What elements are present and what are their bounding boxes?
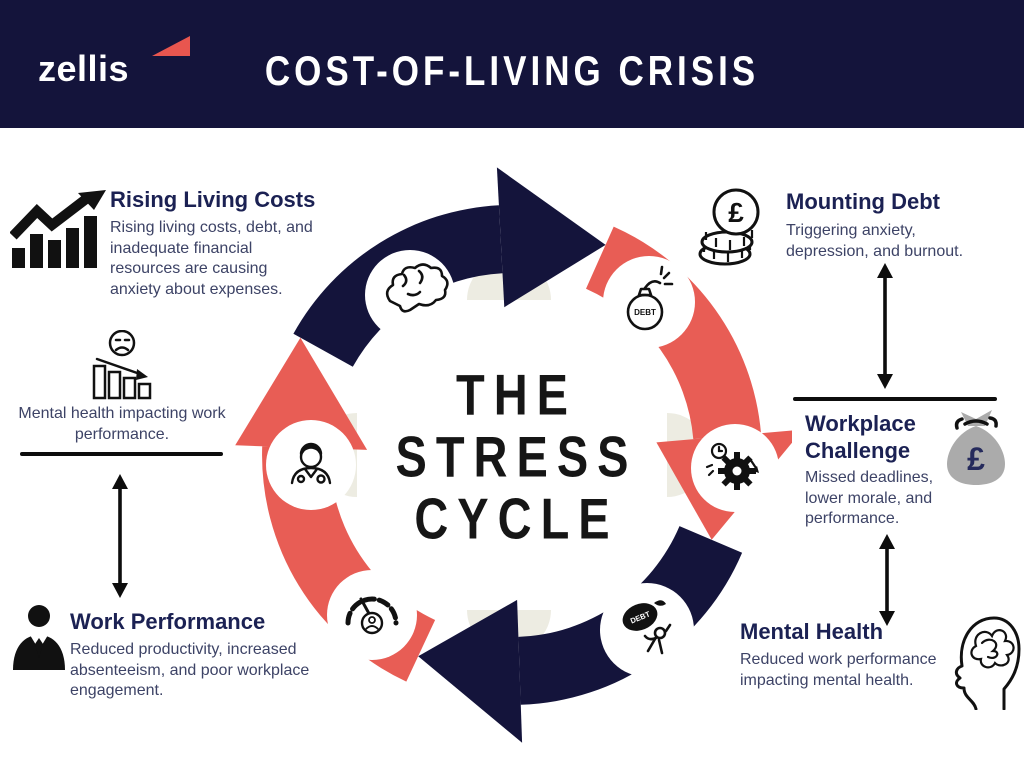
cycle-title-line2: STRESS: [395, 424, 638, 489]
header-banner: zellis COST-OF-LIVING CRISIS: [0, 0, 1024, 128]
navy-arrowhead-top: [496, 167, 606, 308]
workplace-divider-line: [793, 397, 997, 401]
double-arrow-workplace-mental: [879, 534, 895, 626]
rising-costs-chart-icon: [10, 190, 106, 268]
brain-badge: [365, 250, 455, 340]
deadline-gear-icon: [705, 442, 759, 490]
double-arrow-note-performance: [112, 474, 128, 598]
performance-gauge-badge: [327, 570, 417, 660]
doctor-badge: [266, 420, 356, 510]
sad-face-declining-chart-icon: [92, 330, 152, 400]
cycle-title: THE STRESS CYCLE: [332, 362, 692, 551]
cycle-title-line3: CYCLE: [414, 486, 619, 551]
rising-living-costs-heading: Rising Living Costs: [110, 187, 316, 212]
mounting-debt-heading: Mounting Debt: [786, 189, 940, 214]
mental-health-note: Mental health impacting work performance…: [18, 405, 226, 443]
debt-bomb-label: DEBT: [634, 308, 656, 317]
brain-icon: [385, 263, 449, 313]
businessman-icon: [13, 605, 65, 670]
pound-coins-icon: £: [698, 188, 760, 266]
workplace-challenge-body: Missed deadlines, lower morale, and perf…: [805, 469, 934, 527]
work-performance-body: Reduced productivity, increased absentee…: [70, 641, 310, 699]
debt-burden-badge: DEBT: [600, 583, 694, 677]
coral-arrowhead-left: [235, 337, 368, 450]
performance-gauge-icon: [345, 596, 399, 635]
debt-burden-icon: DEBT: [622, 600, 672, 655]
coin-pound-symbol: £: [728, 197, 744, 228]
debt-bomb-icon: [626, 265, 674, 331]
left-divider-line: [20, 452, 223, 456]
work-performance-heading: Work Performance: [70, 609, 266, 634]
mental-health-body: Reduced work performance impacting menta…: [740, 651, 937, 689]
workplace-challenge-heading: Workplace Challenge: [805, 411, 916, 463]
zellis-logo-triangle-icon: [152, 36, 190, 56]
doctor-icon: [290, 442, 332, 485]
navy-arrowhead-bottom: [418, 599, 523, 743]
mental-health-heading: Mental Health: [740, 619, 884, 644]
stress-cycle-ring: DEBT: [235, 167, 792, 743]
rising-living-costs-body: Rising living costs, debt, and inadequat…: [110, 219, 313, 298]
deadline-gear-badge: [691, 424, 779, 512]
money-bag-icon: £: [947, 410, 1005, 485]
mounting-debt-body: Triggering anxiety, depression, and burn…: [786, 222, 964, 260]
cycle-title-line1: THE: [456, 362, 577, 427]
page-title: COST-OF-LIVING CRISIS: [264, 48, 760, 95]
zellis-logo: zellis: [38, 48, 130, 89]
debt-bomb-badge: DEBT: [603, 256, 695, 348]
double-arrow-debt-workplace: [877, 263, 893, 389]
bag-pound-symbol: £: [967, 441, 985, 477]
head-scribble-icon: [954, 616, 1021, 710]
